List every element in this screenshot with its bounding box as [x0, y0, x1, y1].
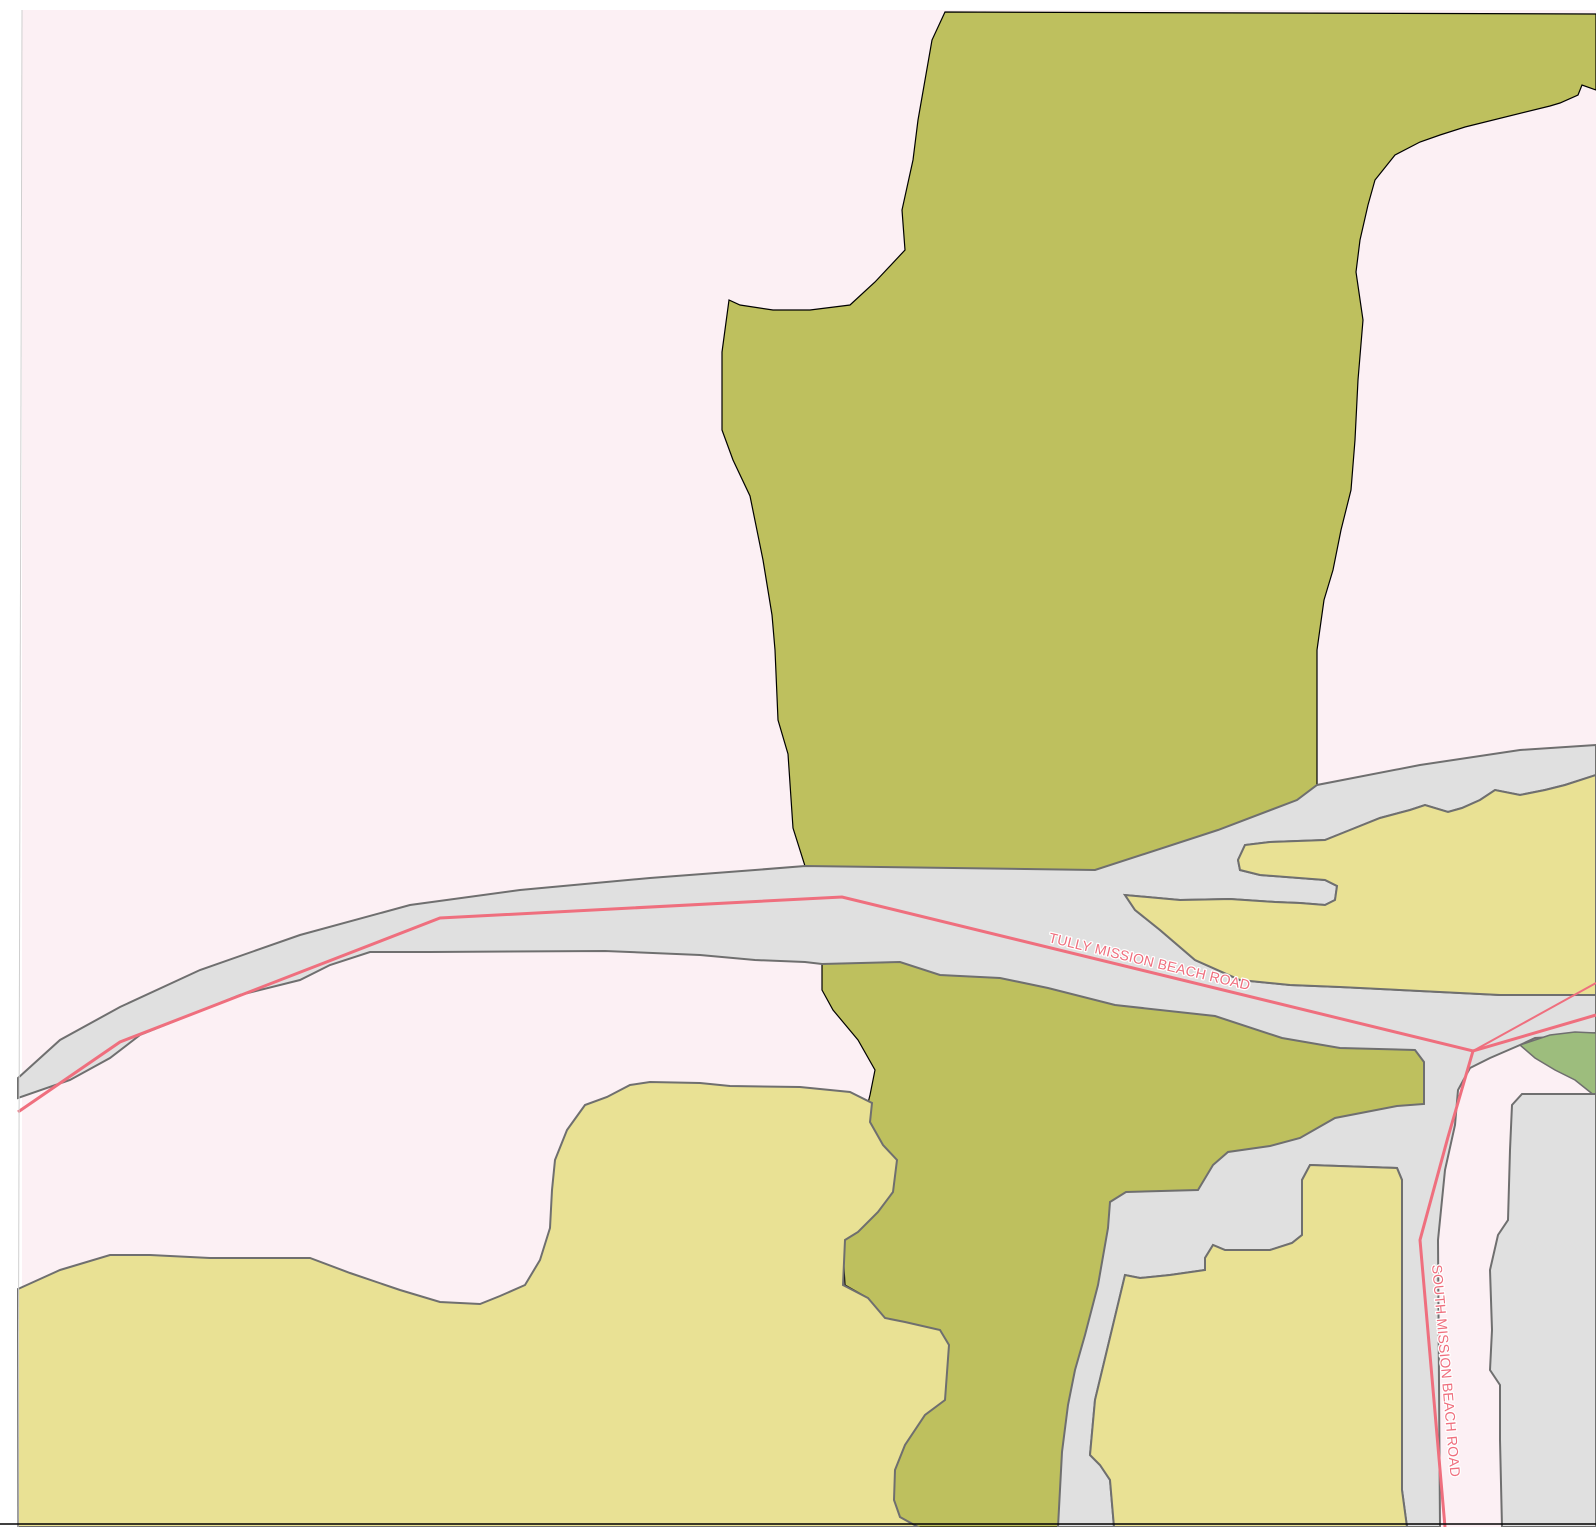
road-line-south-mission-beach[interactable] [1418, 1050, 1475, 1527]
yellow-zone-southwest[interactable] [17, 1080, 951, 1527]
yellow-zone-northeast[interactable] [1123, 773, 1596, 996]
yellow-zone-south-central[interactable] [1088, 1163, 1409, 1527]
road-reserve-east-block[interactable] [1488, 1093, 1596, 1527]
road-line-tully-mission-beach[interactable] [17, 895, 1596, 1114]
map-frame-left [17, 9, 23, 1527]
road-line-northeast-branch[interactable] [1472, 982, 1596, 1052]
